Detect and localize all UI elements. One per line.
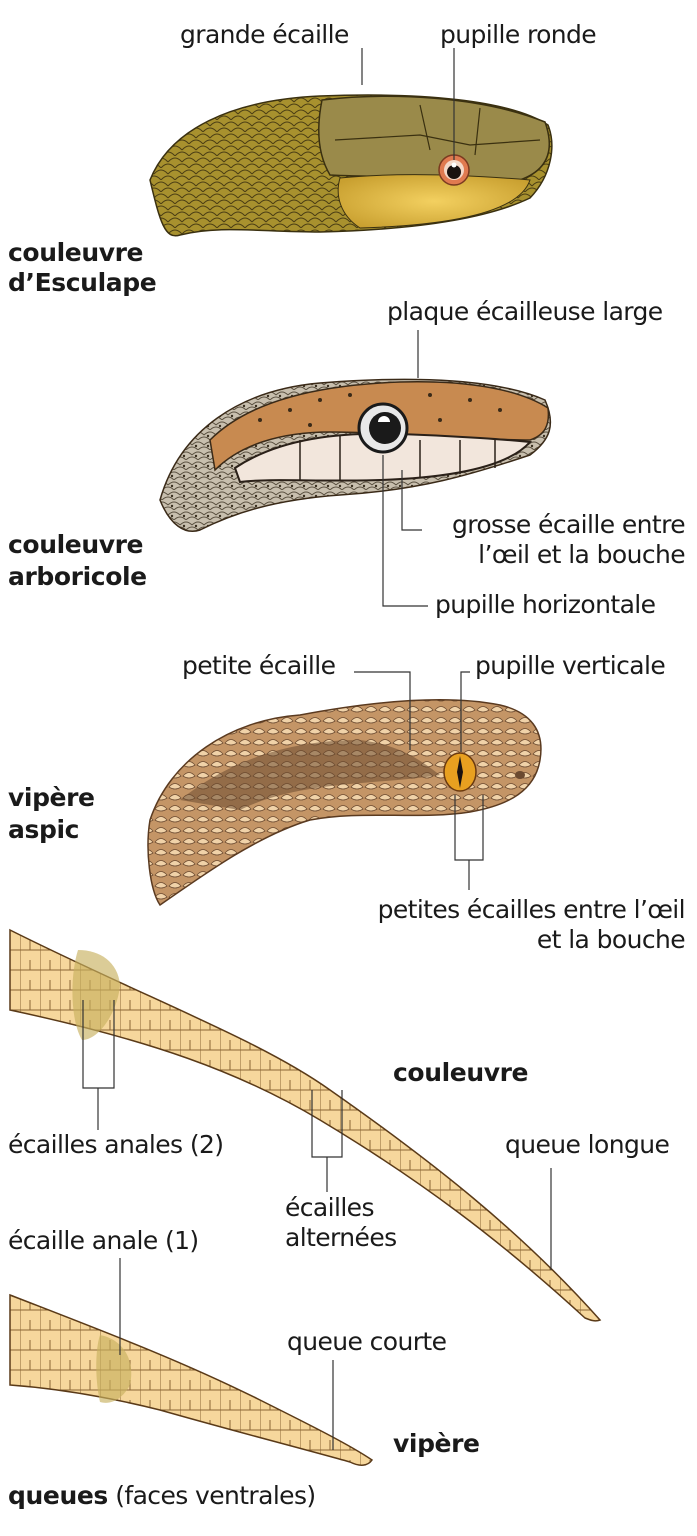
species-name-aesculapian-line1: couleuvre bbox=[8, 238, 144, 267]
caption-bold: queues bbox=[8, 1481, 108, 1510]
label-vertical-pupil: pupille verticale bbox=[475, 651, 666, 680]
species-name-asp-viper-line1: vipère bbox=[8, 783, 95, 812]
species-name-aesculapian-line2: d’Esculape bbox=[8, 268, 157, 297]
caption-rest: (faces ventrales) bbox=[107, 1481, 316, 1510]
species-name-asp-viper-line2: aspic bbox=[8, 815, 80, 844]
label-long-tail: queue longue bbox=[505, 1130, 670, 1159]
label-alternating-scales-line2: alternées bbox=[285, 1223, 397, 1252]
figure-caption: queues (faces ventrales) bbox=[8, 1481, 316, 1511]
label-large-scale: grande écaille bbox=[180, 20, 349, 49]
label-horizontal-pupil: pupille horizontale bbox=[435, 590, 656, 619]
label-small-scales-eye-mouth-line1: petites écailles entre l’œil bbox=[377, 895, 686, 924]
label-one-anal-scale: écaille anale (1) bbox=[8, 1226, 199, 1255]
species-name-tree-snake-line2: arboricole bbox=[8, 562, 147, 591]
label-scale-eye-mouth-line2: l’œil et la bouche bbox=[478, 540, 685, 569]
label-two-anal-scales: écailles anales (2) bbox=[8, 1130, 224, 1159]
tail-name-couleuvre: couleuvre bbox=[393, 1058, 529, 1087]
label-scale-eye-mouth-line1: grosse écaille entre bbox=[451, 510, 686, 539]
tail-name-vipere: vipère bbox=[393, 1429, 480, 1458]
label-small-scales-eye-mouth-line2: et la bouche bbox=[536, 925, 686, 954]
asp-viper-head bbox=[147, 671, 542, 907]
label-short-tail: queue courte bbox=[287, 1327, 447, 1356]
label-alternating-scales-line1: écailles bbox=[285, 1193, 374, 1222]
grass-snake-tail bbox=[9, 928, 602, 1322]
species-name-tree-snake-line1: couleuvre bbox=[8, 530, 144, 559]
tree-snake-head bbox=[159, 330, 552, 607]
label-small-scale: petite écaille bbox=[182, 651, 336, 680]
label-round-pupil: pupille ronde bbox=[440, 20, 597, 49]
aesculapian-snake-head bbox=[149, 48, 553, 237]
label-wide-plate: plaque écailleuse large bbox=[387, 297, 663, 326]
viper-tail bbox=[9, 1258, 374, 1466]
